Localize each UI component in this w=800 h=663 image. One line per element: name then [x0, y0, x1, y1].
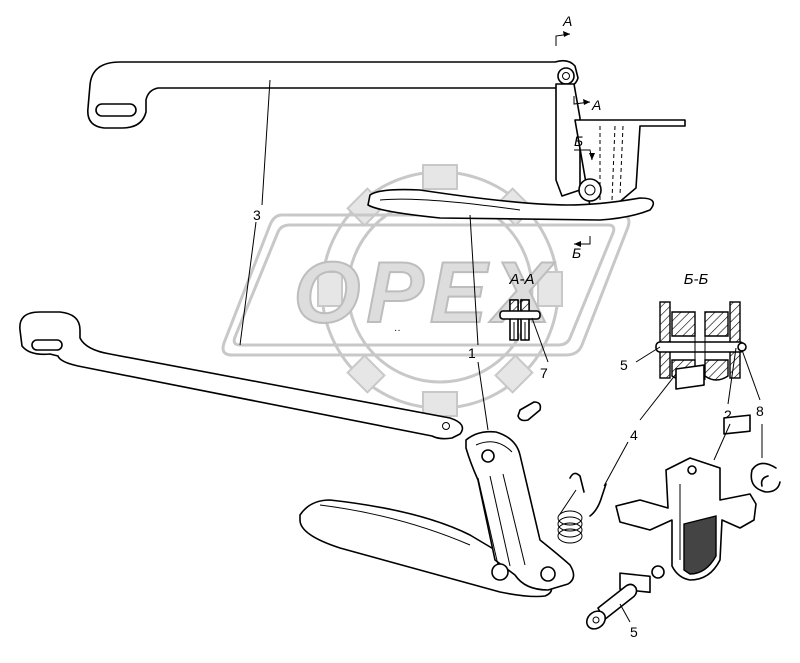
section-b-b: Б-Б — [655, 271, 747, 381]
stray-mark: ·· — [394, 325, 401, 336]
pin-7 — [517, 401, 542, 422]
leader-5-upper — [635, 346, 661, 363]
leader-1-lower — [477, 361, 489, 431]
leader-4-a — [639, 373, 677, 421]
callout-1: 1 — [468, 345, 476, 361]
installed-pedal-assembly — [367, 83, 686, 221]
section-b-b-title: Б-Б — [684, 271, 709, 288]
upper-lever-arm — [87, 59, 579, 129]
circlip-8 — [750, 462, 781, 493]
callout-7: 7 — [540, 365, 548, 381]
bracket-2 — [615, 364, 757, 594]
callout-3: 3 — [253, 207, 261, 223]
watermark: OPEX — [221, 164, 631, 417]
leader-2-lower — [713, 423, 731, 461]
leader-8 — [741, 349, 761, 401]
section-marks-b: Б Б — [572, 133, 595, 261]
callout-5-upper: 5 — [620, 357, 628, 373]
section-a-a: А-А — [499, 271, 541, 341]
leader-2-upper — [727, 347, 737, 405]
mark-a-mid: А — [591, 97, 601, 113]
exploded-pedal — [299, 430, 575, 598]
callout-5-lower: 5 — [630, 624, 638, 640]
section-marks-a: А А — [555, 13, 601, 113]
spring-4 — [557, 472, 607, 544]
pin-5 — [585, 583, 638, 630]
callout-2: 2 — [724, 407, 732, 423]
watermark-frame — [221, 213, 631, 357]
callout-8: 8 — [756, 403, 764, 419]
leader-7 — [531, 317, 549, 363]
leader-3-upper — [261, 79, 271, 206]
section-a-a-title: А-А — [508, 271, 534, 288]
watermark-text: OPEX — [294, 245, 557, 341]
leader-4-b — [603, 441, 629, 487]
callout-4: 4 — [630, 427, 638, 443]
lower-lever-arm — [19, 311, 464, 440]
leader-5-lower — [619, 603, 631, 623]
leader-3-lower — [239, 221, 257, 346]
mark-b-top: Б — [574, 133, 583, 149]
mark-a-top: А — [562, 13, 572, 29]
mark-b-low: Б — [572, 245, 581, 261]
leader-1-upper — [469, 214, 479, 346]
